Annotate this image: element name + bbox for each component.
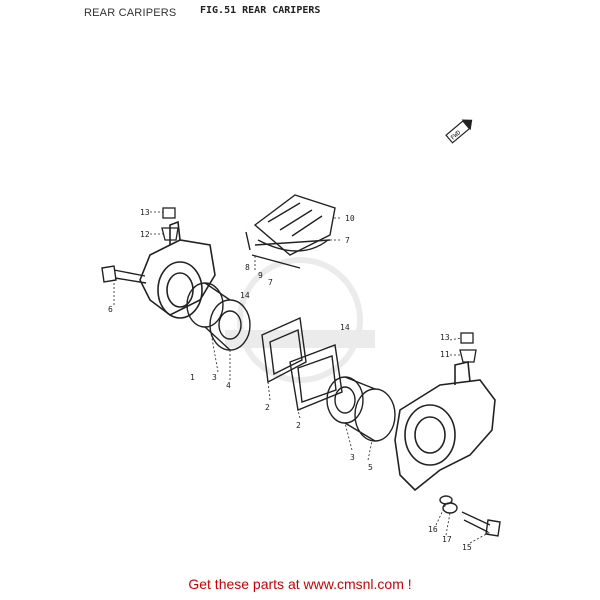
footer-link[interactable]: Get these parts at www.cmsnl.com ! — [188, 576, 412, 592]
callout-5: 5 — [368, 463, 373, 472]
callout-12: 12 — [140, 230, 150, 239]
brake-pad-b — [289, 344, 343, 411]
leader-lines — [113, 211, 491, 544]
callout-2-b: 2 — [296, 421, 301, 430]
brake-pad-a — [261, 316, 307, 384]
callout-15: 15 — [462, 543, 472, 552]
callout-13-left: 13 — [140, 208, 150, 217]
callout-3-right: 3 — [350, 453, 355, 462]
fwd-arrow-icon: FWD — [445, 119, 473, 144]
callout-14-left: 14 — [240, 291, 250, 300]
callout-16: 16 — [428, 525, 438, 534]
callout-7-b: 7 — [345, 236, 350, 245]
callout-10: 10 — [345, 214, 355, 223]
callout-14-right: 14 — [340, 323, 350, 332]
callout-11: 11 — [440, 350, 450, 359]
callout-1: 1 — [190, 373, 195, 382]
callout-7-a: 7 — [268, 278, 273, 287]
piston-left — [186, 282, 251, 351]
bleeder-valve-right — [459, 332, 477, 363]
piston-right — [326, 376, 396, 442]
page-title: REAR CARIPERS — [84, 7, 177, 19]
callout-3-left: 3 — [212, 373, 217, 382]
callout-9: 9 — [258, 271, 263, 280]
callout-8: 8 — [245, 263, 250, 272]
callout-2-a: 2 — [265, 403, 270, 412]
mounting-bolt-left — [101, 265, 147, 284]
callout-6: 6 — [108, 305, 113, 314]
callout-13-right: 13 — [440, 333, 450, 342]
callout-17: 17 — [442, 535, 452, 544]
right-caliper-body — [394, 361, 496, 492]
figure-label: FIG.51 REAR CARIPERS — [200, 5, 321, 16]
callout-numbers: 13 12 6 8 9 7 10 7 14 1 3 4 2 2 14 3 5 1… — [108, 208, 472, 552]
callout-4: 4 — [226, 381, 231, 390]
left-caliper-body — [139, 220, 216, 319]
mounting-bolt-right — [439, 495, 501, 537]
pad-spring-cover — [253, 194, 336, 256]
pad-pin — [245, 231, 331, 269]
bleeder-valve-left — [161, 207, 179, 241]
